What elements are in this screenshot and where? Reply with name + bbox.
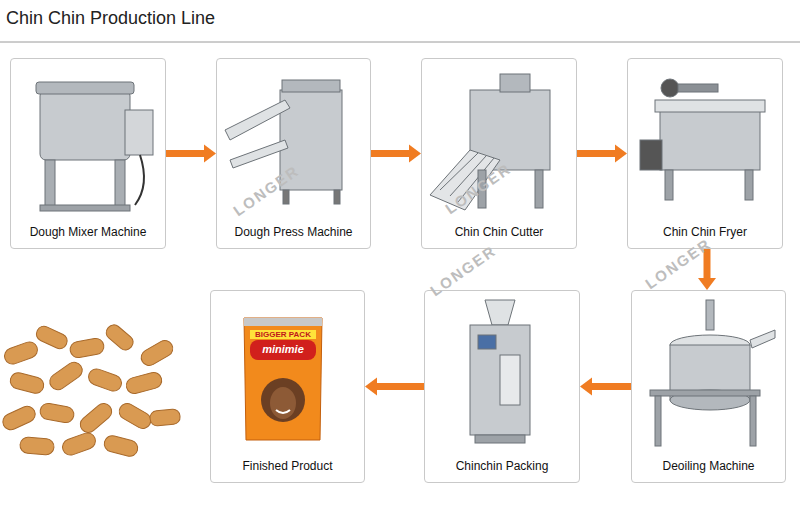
- arrow-shaft: [591, 383, 631, 390]
- pack-text: BIGGER PACK: [250, 330, 316, 339]
- packing-drawing: [470, 300, 530, 443]
- machine-box: Dough Mixer Machine: [10, 58, 166, 249]
- fryer-drawing: [640, 79, 765, 200]
- machine-box: Chinchin Packing: [424, 290, 580, 483]
- deoiling-drawing: [650, 300, 775, 446]
- box-caption: Chinchin Packing: [425, 459, 579, 473]
- machine-box: Finished Product: [210, 290, 365, 483]
- mixer-drawing: [36, 82, 153, 211]
- chin-chin-photo: [0, 322, 180, 458]
- arrow-shaft: [371, 150, 410, 157]
- flow-arrow: [371, 145, 421, 163]
- pack-drawing: [244, 318, 322, 440]
- arrow-head: [204, 145, 216, 163]
- machine-box: Chin Chin Cutter: [421, 58, 577, 249]
- arrow-shaft: [166, 150, 205, 157]
- box-caption: Deoiling Machine: [632, 459, 785, 473]
- flow-arrow: [577, 145, 627, 163]
- arrow-shaft: [376, 383, 424, 390]
- diagram-title: Chin Chin Production Line: [6, 8, 215, 29]
- box-caption: Dough Press Machine: [217, 225, 370, 239]
- title-rule: [0, 42, 800, 43]
- arrow-head: [698, 278, 716, 290]
- watermark: LONGER: [442, 160, 514, 218]
- pack-text: minimie: [250, 343, 316, 355]
- arrow-head: [580, 378, 592, 396]
- arrow-head: [365, 378, 377, 396]
- box-caption: Chin Chin Cutter: [422, 225, 576, 239]
- arrow-head: [615, 145, 627, 163]
- flow-arrow: [580, 378, 631, 396]
- box-caption: Dough Mixer Machine: [11, 225, 165, 239]
- flow-arrow: [365, 378, 424, 396]
- machine-box: Chin Chin Fryer: [627, 58, 783, 249]
- watermark: LONGER: [642, 235, 714, 293]
- arrow-shaft: [577, 150, 616, 157]
- machine-box: Dough Press Machine: [216, 58, 371, 249]
- machine-box: Deoiling Machine: [631, 290, 786, 483]
- box-caption: Finished Product: [211, 459, 364, 473]
- watermark: LONGER: [230, 162, 302, 220]
- arrow-head: [409, 145, 421, 163]
- flow-arrow: [166, 145, 216, 163]
